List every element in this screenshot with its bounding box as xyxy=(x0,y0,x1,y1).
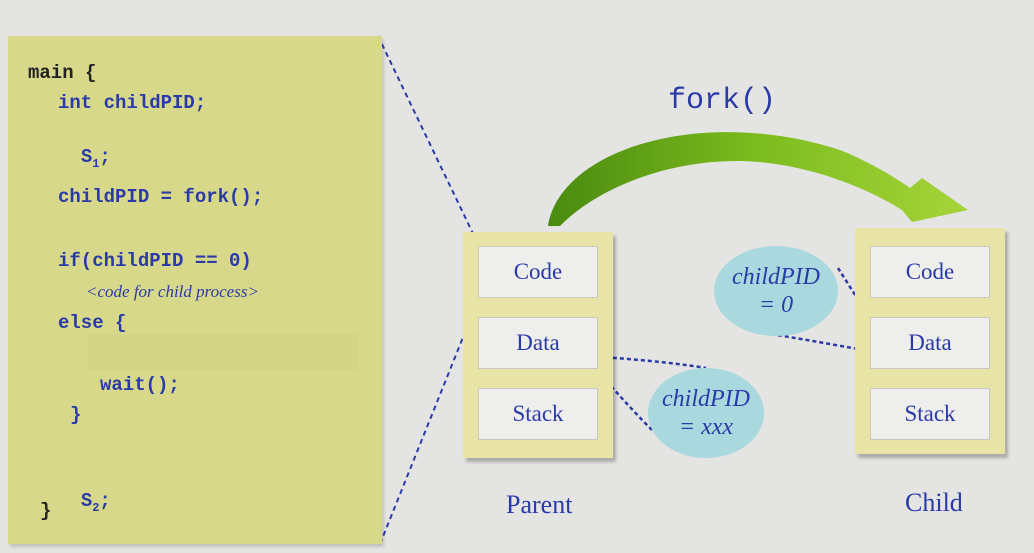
parent-data-segment: Data xyxy=(478,317,598,369)
child-bubble-var: childPID xyxy=(732,264,820,290)
child-childpid-bubble: childPID = 0 xyxy=(714,246,838,336)
parent-stack-segment: Stack xyxy=(478,388,598,440)
child-code-segment: Code xyxy=(870,246,990,298)
code-line-s2: S2; xyxy=(58,468,111,515)
s1-letter: S xyxy=(80,146,93,168)
fork-arrow-icon xyxy=(548,132,968,226)
parent-bubble-value: = xxx xyxy=(678,414,734,440)
zoom-line-bottom xyxy=(379,299,479,545)
parent-data-link-top xyxy=(584,354,707,370)
code-panel xyxy=(8,36,382,544)
zoom-line-top xyxy=(377,35,479,245)
child-label: Child xyxy=(905,488,963,517)
parent-bubble-var: childPID xyxy=(662,386,750,412)
child-bubble-value: = 0 xyxy=(758,292,794,318)
code-line-wait: wait(); xyxy=(100,374,180,396)
s2-subscript: 2 xyxy=(92,500,100,515)
code-line-s1: S1; xyxy=(58,124,111,171)
fork-title: fork() xyxy=(668,84,777,118)
code-line-main: main { xyxy=(28,62,97,84)
child-data-segment: Data xyxy=(870,317,990,369)
code-line-else: else { xyxy=(58,312,127,334)
parent-label: Parent xyxy=(506,490,573,519)
child-stack-segment: Stack xyxy=(870,388,990,440)
s2-suffix: ; xyxy=(99,490,111,512)
code-line-declare: int childPID; xyxy=(58,92,207,114)
code-line-close-main: } xyxy=(40,500,52,522)
parent-childpid-bubble: childPID = xxx xyxy=(648,368,764,458)
code-comment-child: <code for child process> xyxy=(86,282,259,301)
code-line-if: if(childPID == 0) xyxy=(58,250,252,272)
code-line-fork: childPID = fork(); xyxy=(58,186,264,208)
parent-code-segment: Code xyxy=(478,246,598,298)
s2-letter: S xyxy=(80,490,93,512)
s1-subscript: 1 xyxy=(92,156,100,171)
code-line-close-else: } xyxy=(70,404,82,426)
code-highlight-bar xyxy=(88,334,358,370)
s1-suffix: ; xyxy=(99,146,111,168)
